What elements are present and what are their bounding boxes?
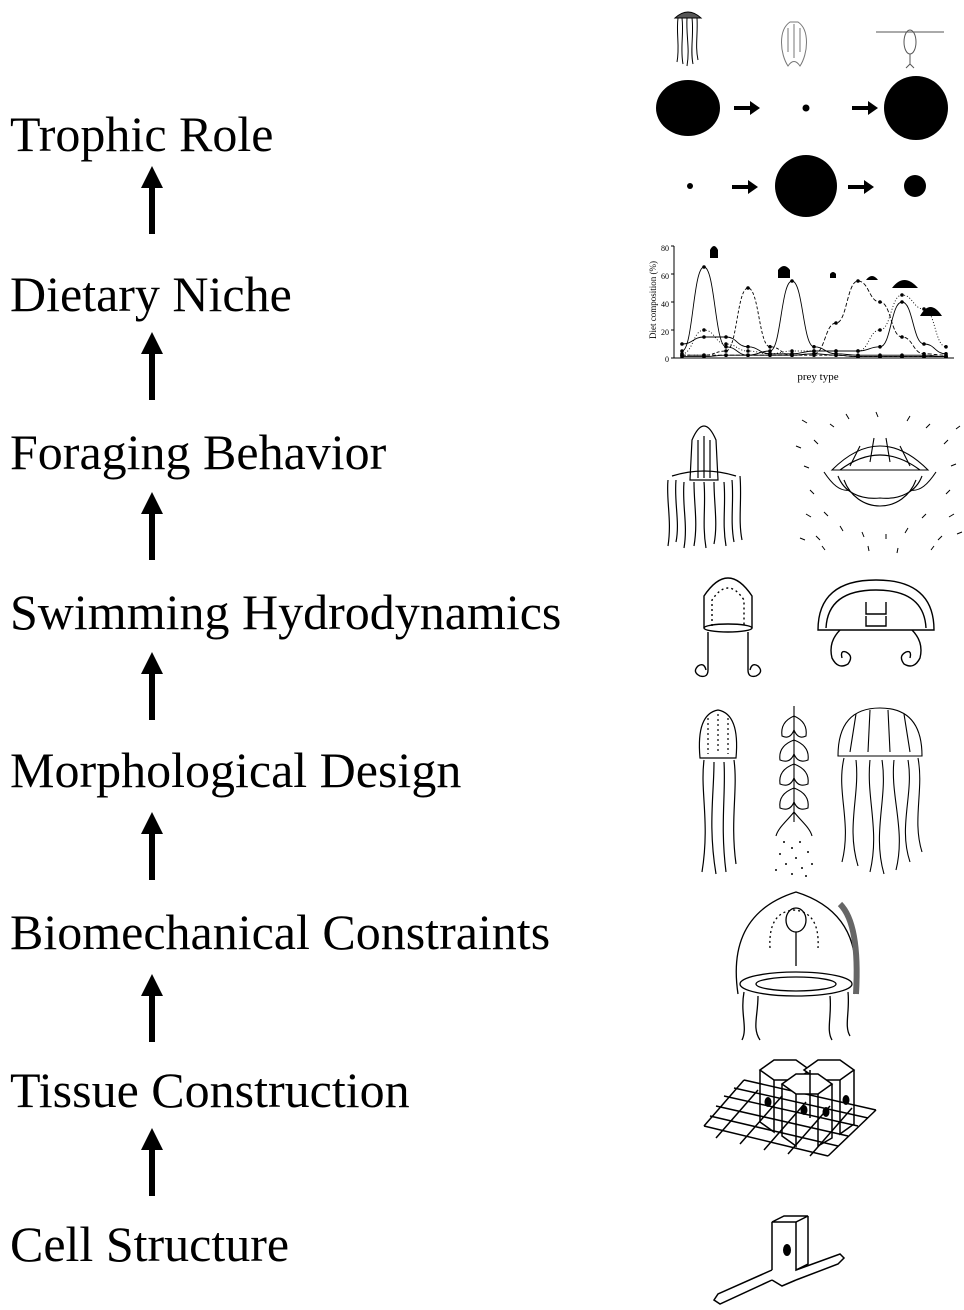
diet-chart-ytick: 0 xyxy=(665,355,669,364)
diet-chart-point xyxy=(834,321,838,325)
diet-chart-icon: Diet composition (%) prey type 0 20 40 6… xyxy=(642,236,958,388)
diet-chart-point xyxy=(812,349,816,353)
feeding-current-jellyfish-icon xyxy=(824,438,936,506)
diet-chart-point xyxy=(922,352,926,356)
oblate-jellyfish-icon xyxy=(838,708,922,874)
cell-structure-icon xyxy=(710,1214,846,1306)
diet-chart-point xyxy=(724,342,728,346)
diet-chart-ylabel: Diet composition (%) xyxy=(648,261,658,339)
diet-chart-plot xyxy=(671,246,954,358)
diet-chart-ytick: 80 xyxy=(661,244,669,253)
prolate-jellyfish-icon xyxy=(699,710,736,874)
diet-chart-point xyxy=(790,352,794,356)
diet-chart-point xyxy=(746,349,750,353)
water-flow-particles-icon xyxy=(796,412,962,553)
siphonophore-icon xyxy=(776,706,812,836)
diet-chart-point xyxy=(702,353,706,357)
label-biomechanical-constraints: Biomechanical Constraints xyxy=(10,904,550,960)
diet-chart-point xyxy=(724,349,728,353)
arrow-up-icon xyxy=(140,166,164,234)
arrow-up-icon xyxy=(140,652,164,720)
arrow-up-icon xyxy=(140,812,164,880)
foraging-jellyfish-icon xyxy=(664,410,964,556)
rowing-jellyfish-icon xyxy=(818,580,934,666)
label-foraging-behavior: Foraging Behavior xyxy=(10,424,386,480)
food-web-icon xyxy=(640,4,960,220)
cell-nucleus-icon xyxy=(783,1244,791,1256)
arrow-up-icon xyxy=(140,492,164,560)
diet-chart-point xyxy=(944,352,948,356)
diet-chart-series-line xyxy=(682,281,946,355)
diet-chart-point xyxy=(768,345,772,349)
diet-chart-point xyxy=(746,345,750,349)
diet-chart-point xyxy=(834,349,838,353)
diet-chart-point xyxy=(746,353,750,357)
tissue-structure-icon xyxy=(700,1046,910,1158)
diet-chart-point xyxy=(878,353,882,357)
copepod-sketch-icon xyxy=(876,30,944,68)
diet-chart-point xyxy=(900,293,904,297)
diet-chart-point xyxy=(702,265,706,269)
ambush-forager-jellyfish-icon xyxy=(668,426,742,548)
diet-chart-point xyxy=(900,353,904,357)
particle-trail-icon xyxy=(775,841,813,877)
diet-chart-xlabel: prey type xyxy=(797,371,838,383)
hydrodynamics-jellyfish-icon xyxy=(690,566,950,692)
diet-chart-point xyxy=(856,353,860,357)
diet-chart-point xyxy=(878,328,882,332)
diet-chart-point xyxy=(768,352,772,356)
biomechanics-jellyfish-icon xyxy=(722,884,872,1042)
diet-chart-point xyxy=(812,345,816,349)
label-trophic-role: Trophic Role xyxy=(10,106,273,162)
diet-chart-point xyxy=(746,286,750,290)
diet-chart-axis xyxy=(674,246,954,358)
diet-chart-point xyxy=(702,335,706,339)
morphology-jellyfish-icon xyxy=(684,702,948,878)
larva-sketch-icon xyxy=(782,22,807,66)
diet-chart-point xyxy=(702,328,706,332)
label-dietary-niche: Dietary Niche xyxy=(10,266,292,322)
jellyfish-sketch-icon xyxy=(675,12,701,66)
diet-chart-point xyxy=(724,335,728,339)
jet-propulsion-jellyfish-icon xyxy=(695,578,760,676)
arrow-up-icon xyxy=(140,974,164,1042)
diet-chart-point xyxy=(922,342,926,346)
diet-chart-point xyxy=(856,279,860,283)
diet-chart-point xyxy=(900,335,904,339)
diet-chart-point xyxy=(680,342,684,346)
diet-chart-point xyxy=(680,352,684,356)
diet-chart-point xyxy=(944,345,948,349)
label-cell-structure: Cell Structure xyxy=(10,1216,289,1272)
arrow-up-icon xyxy=(140,1128,164,1196)
diet-chart-series-line xyxy=(682,295,946,354)
label-morphological-design: Morphological Design xyxy=(10,742,461,798)
diet-chart-ytick: 40 xyxy=(661,300,669,309)
label-tissue-construction: Tissue Construction xyxy=(10,1062,410,1118)
label-swimming-hydrodynamics: Swimming Hydrodynamics xyxy=(10,584,561,640)
diet-chart-ytick: 20 xyxy=(661,328,669,337)
diet-chart-point xyxy=(724,353,728,357)
diet-chart-point xyxy=(900,300,904,304)
arrow-up-icon xyxy=(140,332,164,400)
diet-chart-ytick: 60 xyxy=(661,272,669,281)
diet-chart-point xyxy=(878,300,882,304)
diet-chart-point xyxy=(878,345,882,349)
diet-chart-point xyxy=(790,279,794,283)
diet-chart-point xyxy=(856,349,860,353)
